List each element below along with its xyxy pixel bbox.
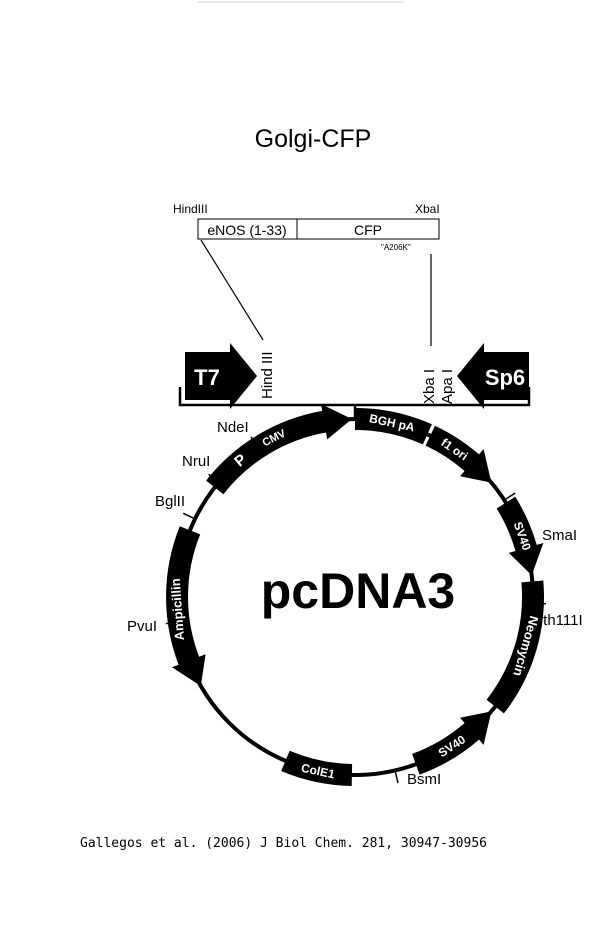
nrui-site-tick: [208, 473, 218, 482]
sp6-primer-label: Sp6: [485, 365, 525, 390]
connector-left: [200, 239, 264, 341]
tth111i-site-label: Tth111I: [534, 612, 583, 629]
nrui-site-label: NruI: [182, 453, 210, 470]
mcs-site-xbai: Xba I: [421, 369, 438, 404]
cole1-label: ColE1: [300, 761, 336, 782]
t7-primer-label: T7: [194, 365, 220, 390]
smai-site-tick: [505, 492, 516, 500]
bsmi-site-tick: [394, 772, 399, 784]
citation: Gallegos et al. (2006) J Biol Chem. 281,…: [80, 836, 487, 851]
t7-primer-arrow: [185, 343, 257, 409]
insert-segment-cfp: [296, 218, 440, 240]
sv40-promoter-arrow: [496, 496, 544, 576]
figure-title: Golgi-CFP: [255, 125, 372, 153]
ampicillin-label: Ampicillin: [168, 578, 187, 641]
bglii-site-label: BglII: [155, 493, 185, 510]
insert-left-site: HindIII: [173, 202, 208, 216]
cole1-block: [281, 750, 353, 786]
mutation-note: "A206K": [381, 243, 411, 252]
plasmid-name: pcDNA3: [261, 563, 455, 619]
neomycin-block: [486, 580, 545, 714]
bgh-pa-block: [355, 407, 432, 445]
f1-ori-arrow: [425, 425, 492, 483]
mcs-site-hindiii: Hind III: [259, 351, 276, 399]
smai-site-label: SmaI: [542, 527, 577, 544]
pvui-site-tick: [165, 621, 177, 625]
insert-right-site: XbaI: [415, 202, 440, 216]
ampicillin-arrow: [166, 526, 206, 686]
ndei-site-label: NdeI: [217, 419, 249, 436]
bsmi-site-label: BsmI: [407, 771, 441, 788]
sv40-polya-block: [412, 711, 492, 775]
insert-segment-enos-label: eNOS (1-33): [207, 222, 286, 238]
insert-segment-cfp-label: CFP: [354, 222, 382, 238]
pcmv-promoter-arrow: [206, 404, 352, 495]
pvui-site-label: PvuI: [127, 618, 157, 635]
sp6-primer-arrow: [457, 343, 529, 409]
mcs-site-apai: Apa I: [439, 369, 456, 404]
ndei-site-tick: [250, 436, 258, 447]
bglii-site-tick: [182, 512, 194, 519]
